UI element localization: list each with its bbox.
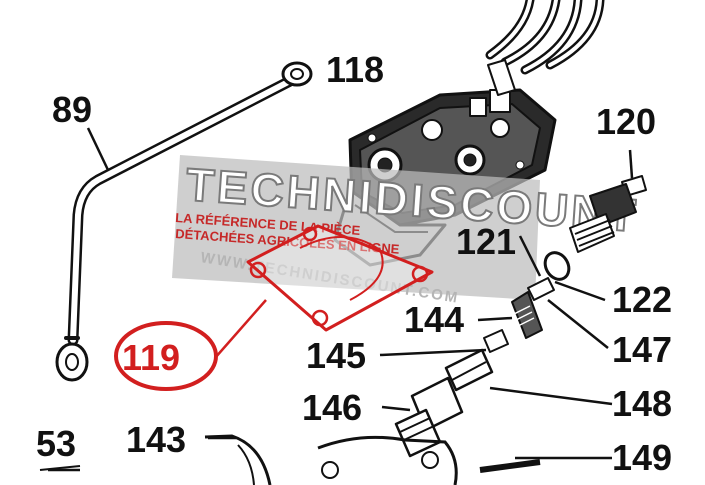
callout-145: 145 [306, 335, 366, 376]
callout-148: 148 [612, 383, 672, 424]
callout-ring-119 [114, 299, 267, 391]
callout-144: 144 [404, 299, 464, 340]
part-120-fitting [569, 175, 647, 253]
callout-146: 146 [302, 387, 362, 428]
callout-53: 53 [36, 423, 76, 464]
callout-89: 89 [52, 89, 92, 130]
delivery-valve-parts [394, 277, 555, 458]
callout-147: 147 [612, 329, 672, 370]
callout-119: 119 [122, 337, 180, 378]
part-122-washer [543, 251, 571, 281]
callout-121: 121 [456, 221, 516, 262]
leader-lines [48, 127, 634, 472]
part-89-pipe [55, 61, 313, 382]
callout-120: 120 [596, 101, 656, 142]
callout-118: 118 [326, 49, 384, 90]
part-119-gasket [246, 224, 434, 332]
callout-122: 122 [612, 279, 672, 320]
callout-149: 149 [612, 437, 672, 478]
callout-143: 143 [126, 419, 186, 460]
injector-pipes [485, 0, 605, 75]
bottom-parts [39, 434, 541, 485]
